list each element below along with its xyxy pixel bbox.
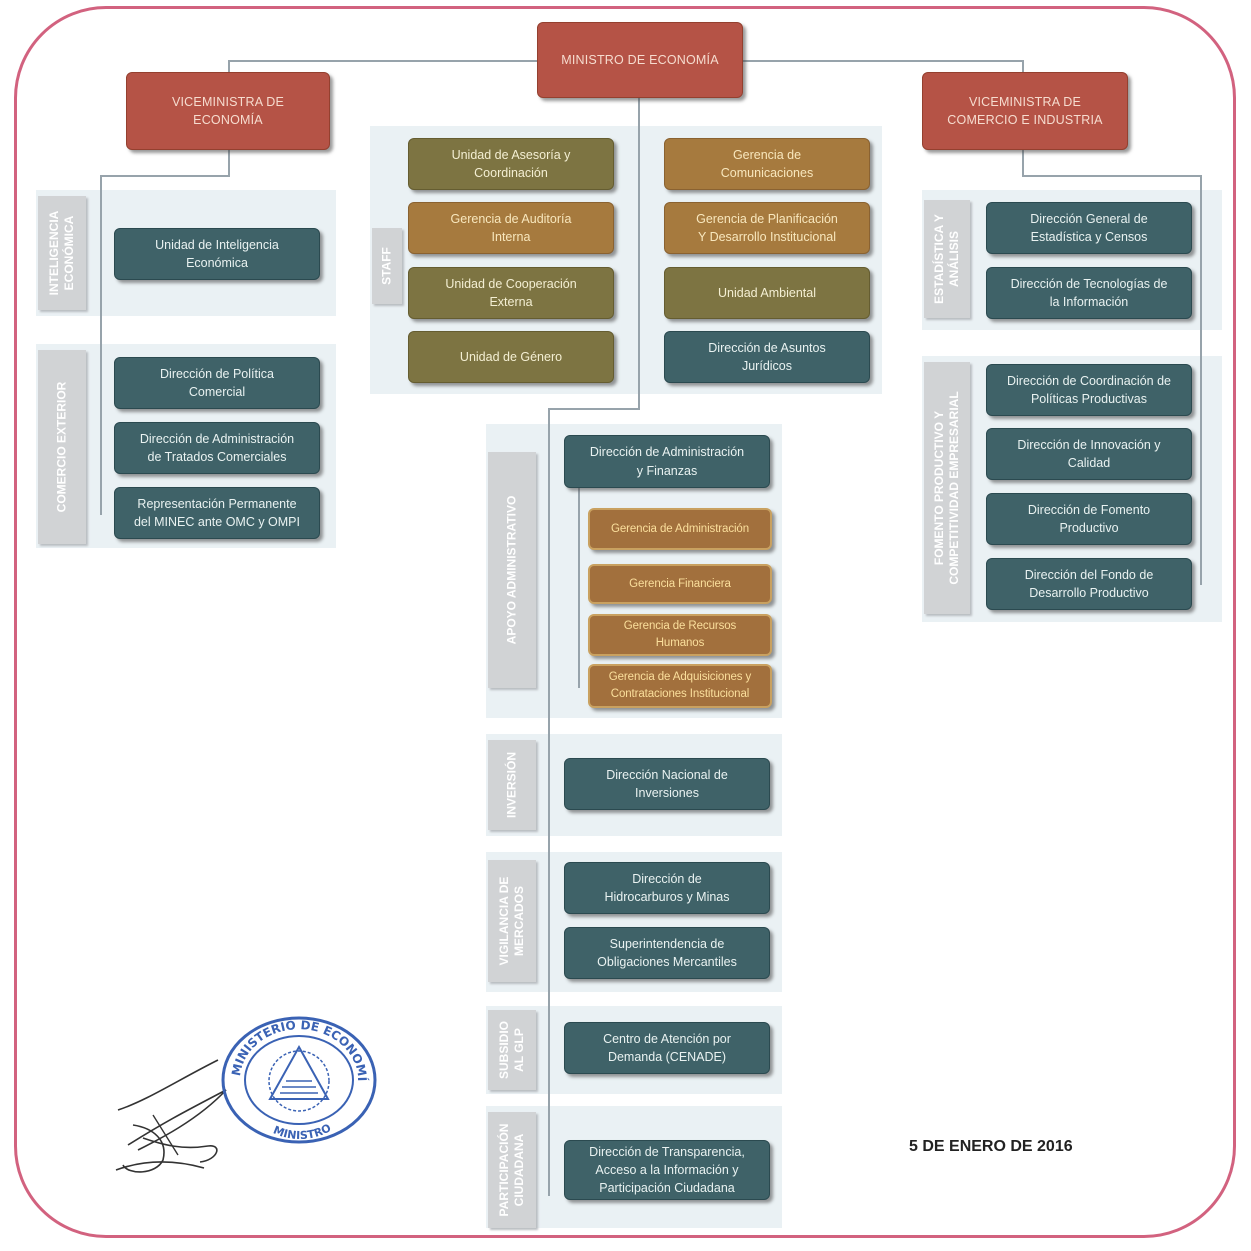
- group-label-estadistica: ESTADÍSTICA Y ANÁLISIS: [924, 200, 970, 318]
- group-label-inversion: INVERSIÓN: [488, 740, 536, 830]
- unit-box: Dirección del Fondo de Desarrollo Produc…: [986, 558, 1192, 610]
- page-frame: [14, 6, 1236, 1238]
- group-label-comercio-exterior: COMERCIO EXTERIOR: [38, 350, 86, 544]
- connector-vice-commerce-stub: [1022, 60, 1024, 74]
- unit-box: Dirección de Fomento Productivo: [986, 493, 1192, 545]
- staff-box: Unidad Ambiental: [664, 267, 870, 319]
- group-label-inteligencia: INTELIGENCIA ECONÓMICA: [38, 196, 86, 310]
- connector-left-horizontal: [100, 175, 230, 177]
- connector-left-trunk: [100, 175, 102, 515]
- unit-box: Superintendencia de Obligaciones Mercant…: [564, 927, 770, 979]
- connector-center-lower-trunk: [548, 408, 550, 1196]
- document-date: 5 DE ENERO DE 2016: [909, 1138, 1073, 1155]
- sub-unit-box: Gerencia de Administración: [588, 508, 772, 550]
- connector-vice-economy-stub: [228, 60, 230, 74]
- staff-box: Gerencia de Planificación Y Desarrollo I…: [664, 202, 870, 254]
- vice-economy-label: VICEMINISTRA DE ECONOMÍA: [171, 94, 285, 127]
- minister-box: MINISTRO DE ECONOMÍA: [537, 22, 743, 98]
- staff-box: Dirección de Asuntos Jurídicos: [664, 331, 870, 383]
- minister-label: MINISTRO DE ECONOMÍA: [561, 52, 719, 67]
- staff-box: Gerencia de Auditoría Interna: [408, 202, 614, 254]
- connector-center-jog: [548, 408, 640, 410]
- group-label-participacion: PARTICIPACIÓN CIUDADANA: [488, 1112, 536, 1228]
- unit-box: Dirección de Transparencia, Acceso a la …: [564, 1140, 770, 1200]
- staff-box: Unidad de Cooperación Externa: [408, 267, 614, 319]
- group-label-apoyo: APOYO ADMINISTRATIVO: [488, 452, 536, 688]
- unit-box: Dirección de Administración y Finanzas: [564, 435, 770, 488]
- connector-right-trunk: [1200, 175, 1202, 585]
- staff-box: Unidad de Asesoría y Coordinación: [408, 138, 614, 190]
- group-label-fomento: FOMENTO PRODUCTIVO Y COMPETITIVIDAD EMPR…: [924, 362, 970, 614]
- unit-box: Dirección de Tecnologías de la Informaci…: [986, 267, 1192, 319]
- vice-economy-box: VICEMINISTRA DE ECONOMÍA: [126, 72, 330, 150]
- sub-unit-box: Gerencia de Recursos Humanos: [588, 614, 772, 656]
- unit-box: Dirección de Hidrocarburos y Minas: [564, 862, 770, 914]
- unit-box: Dirección de Administración de Tratados …: [114, 422, 320, 474]
- unit-box: Dirección General de Estadística y Censo…: [986, 202, 1192, 254]
- unit-box: Dirección Nacional de Inversiones: [564, 758, 770, 810]
- unit-box: Centro de Atención por Demanda (CENADE): [564, 1022, 770, 1074]
- unit-box: Dirección de Coordinación de Políticas P…: [986, 364, 1192, 416]
- connector-center-trunk: [638, 98, 640, 410]
- unit-box: Unidad de Inteligencia Económica: [114, 228, 320, 280]
- unit-box: Dirección de Política Comercial: [114, 357, 320, 409]
- signature: [115, 1059, 227, 1173]
- svg-text:MINISTERIO DE ECONOMÍA: MINISTERIO DE ECONOMÍA: [220, 1015, 370, 1082]
- connector-right-horizontal: [1022, 175, 1202, 177]
- official-seal: MINISTERIO DE ECONOMÍA MINISTRO: [220, 1015, 377, 1144]
- vice-commerce-box: VICEMINISTRA DE COMERCIO E INDUSTRIA: [922, 72, 1128, 150]
- unit-box: Representación Permanente del MINEC ante…: [114, 487, 320, 539]
- sub-unit-box: Gerencia Financiera: [588, 564, 772, 604]
- group-label-staff: STAFF: [372, 228, 402, 304]
- connector-right-down: [1022, 150, 1024, 176]
- vice-commerce-label: VICEMINISTRA DE COMERCIO E INDUSTRIA: [947, 94, 1103, 127]
- unit-box: Dirección de Innovación y Calidad: [986, 428, 1192, 480]
- connector-apoyo-sub-trunk: [578, 488, 580, 688]
- connector-left-down: [228, 150, 230, 176]
- staff-box: Unidad de Género: [408, 331, 614, 383]
- staff-box: Gerencia de Comunicaciones: [664, 138, 870, 190]
- group-label-vigilancia: VIGILANCIA DE MERCADOS: [488, 860, 536, 982]
- group-label-subsidio: SUBSIDIO AL GLP: [488, 1010, 536, 1090]
- sub-unit-box: Gerencia de Adquisiciones y Contratacion…: [588, 664, 772, 708]
